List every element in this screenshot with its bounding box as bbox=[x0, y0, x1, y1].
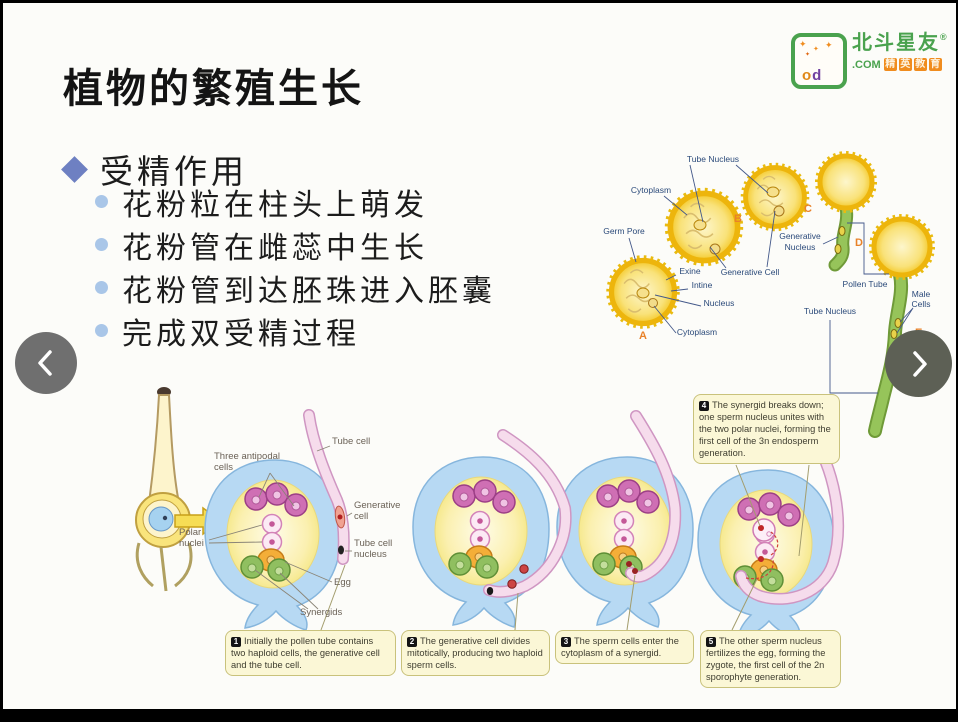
list-item: 花粉管在雌蕊中生长 bbox=[95, 223, 496, 266]
page-title: 植物的繁殖生长 bbox=[63, 67, 364, 111]
logo-tagline-char: 英 bbox=[898, 58, 912, 71]
label-intine: Intine bbox=[692, 280, 713, 290]
letter-a: A bbox=[639, 330, 647, 342]
list-item: 花粉管到达胚珠进入胚囊 bbox=[95, 266, 496, 309]
pollen-grain-d bbox=[815, 151, 877, 272]
label-male-cells: Male bbox=[912, 289, 931, 299]
label-exine: Exine bbox=[679, 266, 701, 276]
pollen-tube-1 bbox=[303, 409, 350, 565]
next-slide-button[interactable] bbox=[885, 330, 952, 397]
label-nucleus: Nucleus bbox=[704, 298, 735, 308]
label-egg: Egg bbox=[334, 577, 351, 588]
label-tube-nucleus-top: Tube Nucleus bbox=[687, 154, 739, 164]
label-tube-cell: Tube cell bbox=[332, 436, 370, 447]
fertilization-overlay bbox=[745, 518, 779, 580]
embryo-sac-1 bbox=[204, 459, 342, 631]
logo-domain-suffix: .COM bbox=[852, 58, 881, 71]
logo-letters: od bbox=[802, 67, 823, 84]
label-tube-nucleus-bottom: Tube Nucleus bbox=[804, 306, 856, 316]
pistil-inset bbox=[135, 387, 223, 592]
label-polar-nuclei: Polar bbox=[179, 527, 201, 538]
list-item: 完成双受精过程 bbox=[95, 309, 496, 352]
label-polar-nuclei: nuclei bbox=[179, 538, 204, 549]
label-tube-cell-nucleus: nucleus bbox=[354, 549, 387, 560]
registered-mark: ® bbox=[940, 32, 949, 42]
label-cytoplasm-b: Cytoplasm bbox=[631, 185, 671, 195]
label-generative-cell: Generative bbox=[354, 500, 400, 511]
pollen-grain-e bbox=[868, 214, 935, 438]
label-generative-nucleus: Generative bbox=[779, 231, 821, 241]
label-synergids: Synergids bbox=[300, 607, 342, 618]
brand-logo-icon: ✦ ✦ ✦ ✦ od bbox=[791, 33, 847, 89]
logo-tagline-char: 教 bbox=[913, 58, 927, 71]
diamond-bullet-icon bbox=[61, 155, 88, 183]
bullet-list: 花粉粒在柱头上萌发 花粉管在雌蕊中生长 花粉管到达胚珠进入胚囊 完成双受精过程 bbox=[95, 180, 496, 352]
label-generative-nucleus: Nucleus bbox=[785, 242, 816, 252]
list-item: 花粉粒在柱头上萌发 bbox=[95, 180, 496, 223]
pollen-tube-3 bbox=[625, 410, 682, 583]
letter-b: B bbox=[734, 213, 742, 225]
circle-bullet-icon bbox=[95, 324, 108, 337]
label-germ-pore: Germ Pore bbox=[603, 226, 645, 236]
pollen-grain-b bbox=[667, 190, 741, 264]
star-icon: ✦ bbox=[825, 40, 833, 50]
arrow-icon bbox=[174, 506, 223, 536]
star-icon: ✦ bbox=[799, 39, 807, 49]
label-male-cells: Cells bbox=[912, 299, 931, 309]
embryo-sac-4 bbox=[697, 469, 835, 641]
logo-brand-name: 北斗星友® bbox=[852, 32, 949, 54]
chevron-right-icon bbox=[912, 350, 927, 377]
circle-bullet-icon bbox=[95, 238, 108, 251]
previous-slide-button[interactable] bbox=[15, 332, 77, 394]
logo-text: 北斗星友® .COM 精 英 教 育 bbox=[852, 33, 949, 71]
pollen-tube-2 bbox=[483, 429, 572, 598]
letter-d: D bbox=[855, 237, 863, 249]
star-icon: ✦ bbox=[805, 52, 811, 58]
caption-number-badge: 4 bbox=[699, 401, 709, 411]
slide: ✦ ✦ ✦ ✦ od 北斗星友® .COM 精 英 教 育 植物的繁殖生长 受精… bbox=[3, 3, 956, 709]
logo-tagline-char: 育 bbox=[928, 58, 942, 71]
chevron-left-icon bbox=[38, 350, 52, 376]
label-cytoplasm-a: Cytoplasm bbox=[677, 327, 717, 337]
label-generative-cell: Generative Cell bbox=[721, 267, 780, 277]
embryo-sac-3 bbox=[556, 456, 694, 628]
label-three-antipodal-cells: Three antipodal bbox=[214, 451, 280, 462]
circle-bullet-icon bbox=[95, 195, 108, 208]
caption-number-badge: 2 bbox=[407, 637, 417, 647]
caption-number-badge: 5 bbox=[706, 637, 716, 647]
bullet-heading: 受精作用 bbox=[61, 145, 248, 193]
logo-subline: .COM 精 英 教 育 bbox=[852, 58, 949, 71]
label-pollen-tube: Pollen Tube bbox=[843, 279, 888, 289]
label-three-antipodal-cells: cells bbox=[214, 462, 233, 473]
caption-number-badge: 1 bbox=[231, 637, 241, 647]
circle-bullet-icon bbox=[95, 281, 108, 294]
label-tube-cell-nucleus: Tube cell bbox=[354, 538, 392, 549]
label-generative-cell: cell bbox=[354, 511, 368, 522]
brand-logo: ✦ ✦ ✦ ✦ od 北斗星友® .COM 精 英 教 育 bbox=[791, 33, 949, 89]
logo-tagline-char: 精 bbox=[883, 58, 897, 71]
pollen-grain-a bbox=[608, 257, 677, 326]
pollen-grain-c bbox=[743, 165, 808, 230]
letter-c: C bbox=[804, 203, 812, 215]
bullet-heading-label: 受精作用 bbox=[100, 153, 248, 190]
caption-number-badge: 3 bbox=[561, 637, 571, 647]
embryo-sac-2 bbox=[412, 456, 550, 628]
star-icon: ✦ bbox=[813, 46, 819, 53]
